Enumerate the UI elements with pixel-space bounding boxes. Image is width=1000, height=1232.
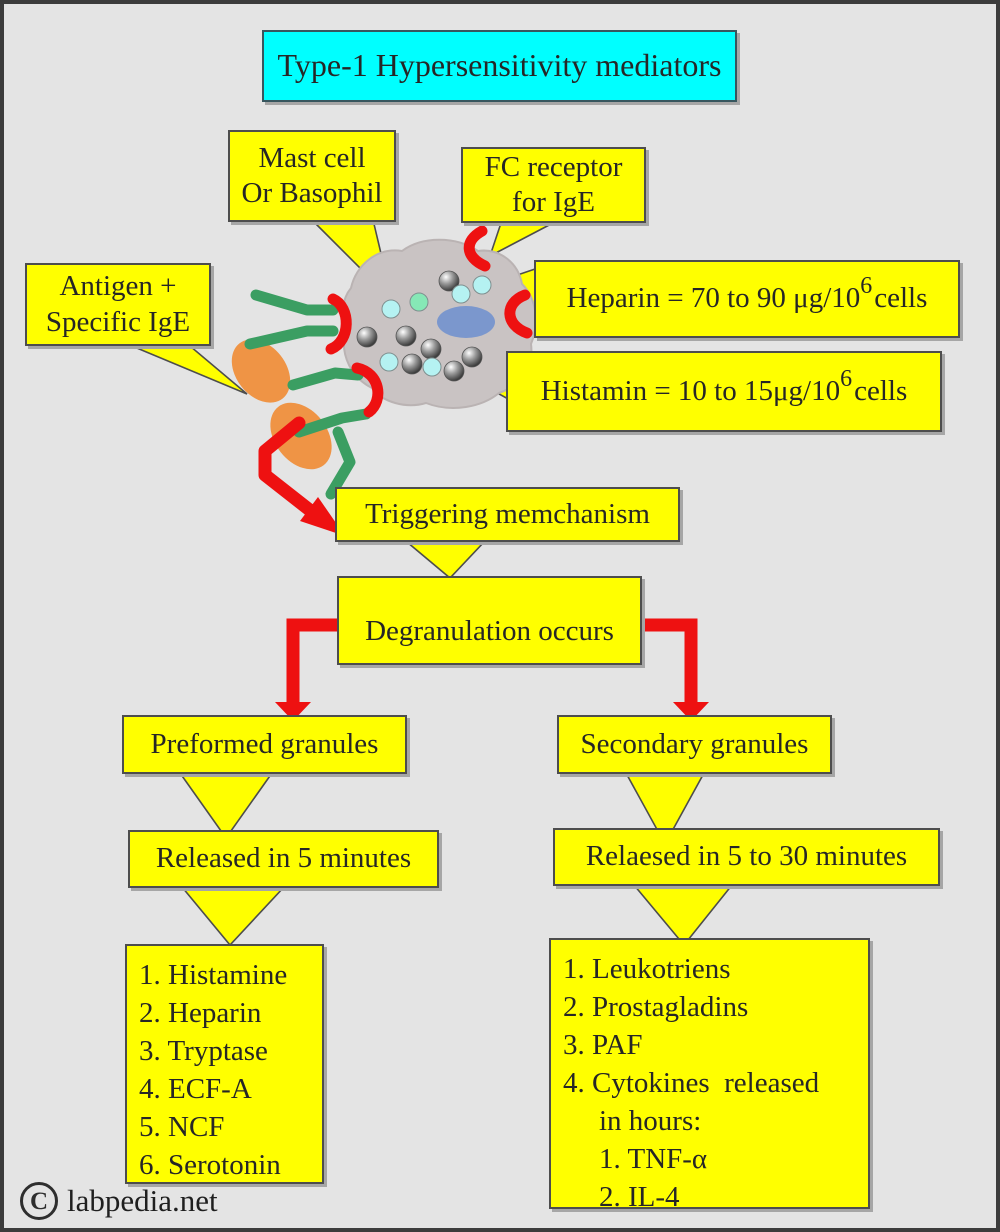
diagram-title: Type-1 Hypersensitivity mediators: [262, 30, 737, 102]
list-item: 5. NCF: [139, 1111, 225, 1143]
list-item: 2. Prostagladins: [563, 991, 749, 1023]
list-item: 3. PAF: [563, 1029, 643, 1061]
cyan-granules: [379, 275, 492, 377]
heparin-callout: Heparin = 70 to 90 μg/106cells: [534, 260, 960, 338]
fc-hook-right: [504, 289, 533, 339]
secondary-mediator-list: 1. Leukotriens 2. Prostagladins 3. PAF 4…: [549, 938, 870, 1213]
mast-cell-line1: Mast cell: [258, 141, 366, 174]
histamin-text: Histamin = 10 to 15μg/10: [540, 374, 841, 407]
diagram-title-text: Type-1 Hypersensitivity mediators: [277, 47, 722, 84]
ige-antibodies: [244, 289, 372, 500]
preformed-granules-box: Preformed granules: [122, 715, 407, 774]
nucleus: [437, 306, 495, 338]
list-item: 1. TNF-α: [599, 1143, 708, 1175]
fc-receptor-line1: FC receptor: [484, 150, 623, 183]
released-secondary-box: Relaesed in 5 to 30 minutes: [553, 828, 940, 886]
list-item: 1. Leukotriens: [563, 953, 731, 985]
released-preformed-text: Released in 5 minutes: [155, 842, 412, 875]
footer: C labpedia.net: [20, 1182, 218, 1220]
flow-arrow-left: [275, 618, 341, 721]
antigen-line2: Specific IgE: [45, 305, 191, 338]
preformed-mediator-list: 1. Histamine 2. Heparin 3. Tryptase 4. E…: [125, 944, 324, 1184]
list-item: 2. IL-4: [599, 1181, 680, 1213]
antigen-callout: Antigen + Specific IgE: [25, 263, 211, 346]
fc-receptor-callout-tail: [488, 222, 554, 258]
triggering-callout-tail: [404, 541, 486, 580]
antigen-line1: Antigen +: [59, 270, 177, 303]
heparin-text: Heparin = 70 to 90 μg/10: [566, 282, 861, 315]
fc-receptor-callout: FC receptor for IgE: [461, 147, 646, 223]
released-preformed-callout-tail: [180, 886, 286, 947]
fc-hook-top: [463, 225, 491, 272]
triggering-text: Triggering memchanism: [365, 497, 650, 530]
mast-cell-callout: Mast cell Or Basophil: [228, 130, 396, 222]
fc-receptor-hooks: [325, 225, 533, 418]
histamin-superscript: 6: [840, 365, 853, 392]
site-name: labpedia.net: [67, 1183, 218, 1218]
list-item: in hours:: [599, 1105, 702, 1137]
fc-hook-ige1: [325, 293, 352, 355]
released-secondary-text: Relaesed in 5 to 30 minutes: [585, 840, 908, 873]
degranulation-box: Degranulation occurs: [337, 576, 642, 665]
list-item: 2. Heparin: [139, 997, 262, 1029]
mast-cell-line2: Or Basophil: [241, 177, 383, 209]
fc-hook-ige2: [351, 362, 384, 418]
secondary-granules-box: Secondary granules: [557, 715, 832, 774]
list-item: 4. ECF-A: [139, 1073, 252, 1105]
released-secondary-callout-tail: [632, 884, 734, 947]
preformed-callout-tail: [178, 772, 274, 840]
fc-receptor-line2: for IgE: [512, 186, 595, 218]
diagram-artwork: [131, 222, 734, 947]
flow-arrow-right: [642, 618, 709, 721]
histamin-unit: cells: [854, 374, 908, 407]
antigen-callout-tail: [131, 345, 248, 395]
list-item: 3. Tryptase: [139, 1035, 268, 1067]
histamin-callout: Histamin = 10 to 15μg/106cells: [506, 351, 942, 432]
copyright-icon: C: [20, 1182, 58, 1220]
degranulation-text: Degranulation occurs: [365, 614, 614, 647]
preformed-granules-text: Preformed granules: [150, 727, 379, 760]
secondary-granules-text: Secondary granules: [580, 727, 809, 760]
heparin-superscript: 6: [860, 273, 873, 300]
antigen-particles: [231, 339, 332, 470]
list-item: 6. Serotonin: [139, 1149, 281, 1181]
trigger-arrow: [258, 416, 345, 536]
released-preformed-box: Released in 5 minutes: [128, 830, 439, 888]
list-item: 4. Cytokines released: [563, 1067, 820, 1099]
list-item: 1. Histamine: [139, 959, 288, 991]
heparin-unit: cells: [874, 282, 928, 315]
triggering-box: Triggering memchanism: [335, 487, 680, 542]
dark-granules: [356, 270, 483, 382]
